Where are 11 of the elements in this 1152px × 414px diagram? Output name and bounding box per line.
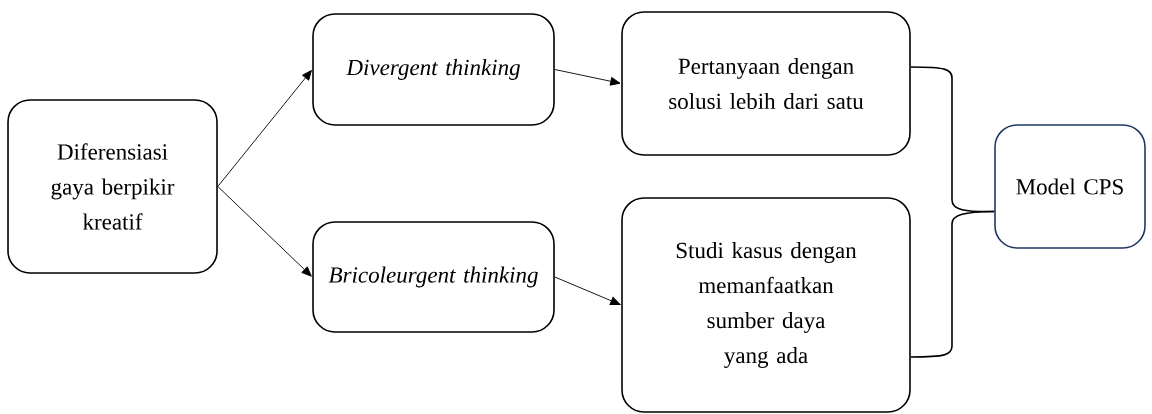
arrow [554,276,621,305]
arrow [217,186,312,277]
process-box: Bricoleurgent thinking [312,221,555,333]
arrow [217,69,312,187]
process-box: Divergent thinking [312,13,555,126]
brace-connector [910,210,995,358]
process-box: Model CPS [994,124,1146,249]
process-box: Pertanyaan dengan solusi lebih dari satu [621,11,911,156]
process-box: Diferensiasi gaya berpikir kreatif [7,99,218,274]
arrow [554,69,621,86]
process-box: Studi kasus dengan memanfaatkan sumber daya yang ada [621,197,911,413]
